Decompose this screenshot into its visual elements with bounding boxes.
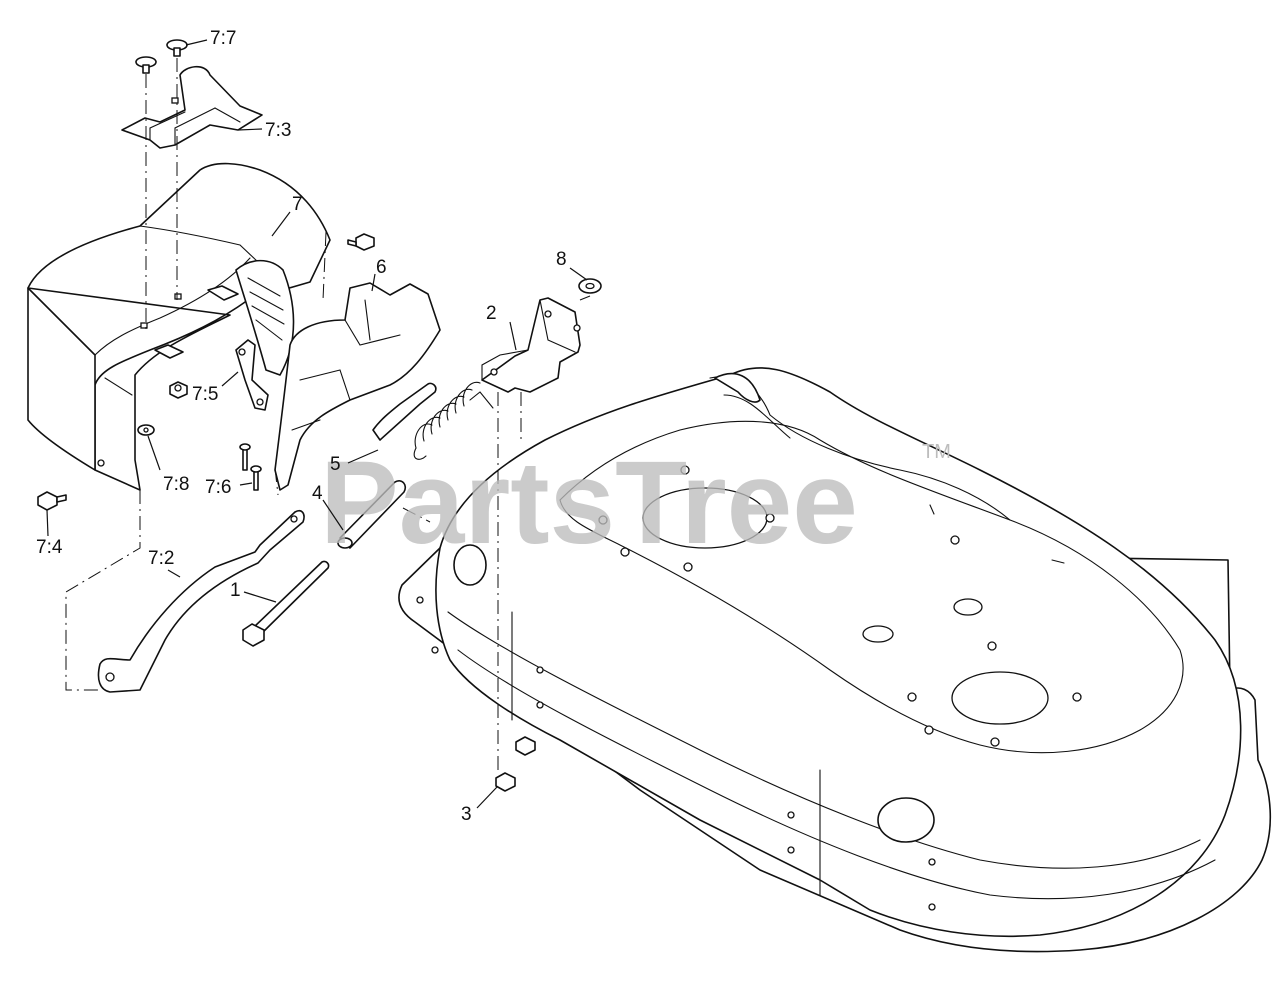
callout-1: 1 <box>230 580 241 601</box>
deflector-strap <box>97 509 305 693</box>
lock-nut <box>578 278 602 294</box>
mount-bracket <box>481 297 581 393</box>
callout-3: 3 <box>461 804 472 825</box>
callout-4: 4 <box>312 483 323 504</box>
callout-8: 8 <box>556 249 567 270</box>
callout-7-2: 7:2 <box>148 548 174 569</box>
callout-5: 5 <box>330 454 341 475</box>
callout-7-8: 7:8 <box>163 474 189 495</box>
callout-labels: 7:7 7:3 7 6 8 2 7:5 7:8 7:6 5 4 7:4 7:2 … <box>36 28 567 825</box>
callout-6: 6 <box>376 257 387 278</box>
callout-7-7: 7:7 <box>210 28 236 49</box>
callout-7-6: 7:6 <box>205 477 231 498</box>
torsion-spring <box>372 381 494 460</box>
callout-2: 2 <box>486 303 497 324</box>
deflector-bracket <box>235 233 441 491</box>
screws <box>239 443 262 491</box>
hinge-bracket <box>121 65 263 149</box>
deck-bolts <box>495 736 536 792</box>
discharge-deflector <box>27 162 331 491</box>
callout-7-5: 7:5 <box>192 384 218 405</box>
pivot-bolt <box>242 560 330 647</box>
flange-nuts <box>137 381 188 436</box>
trademark-symbol: TM <box>922 441 951 463</box>
partstree-watermark: PartsTree <box>320 437 858 569</box>
rivet-pins <box>135 39 188 74</box>
callout-7-4: 7:4 <box>36 537 63 558</box>
shoulder-bolt <box>37 491 67 511</box>
leader-lines <box>46 39 588 809</box>
callout-7-3: 7:3 <box>265 120 291 141</box>
spacer-tube <box>337 480 407 549</box>
alignment-lines <box>65 58 591 775</box>
mower-deck-housing <box>398 367 1272 953</box>
callout-7: 7 <box>292 194 303 215</box>
